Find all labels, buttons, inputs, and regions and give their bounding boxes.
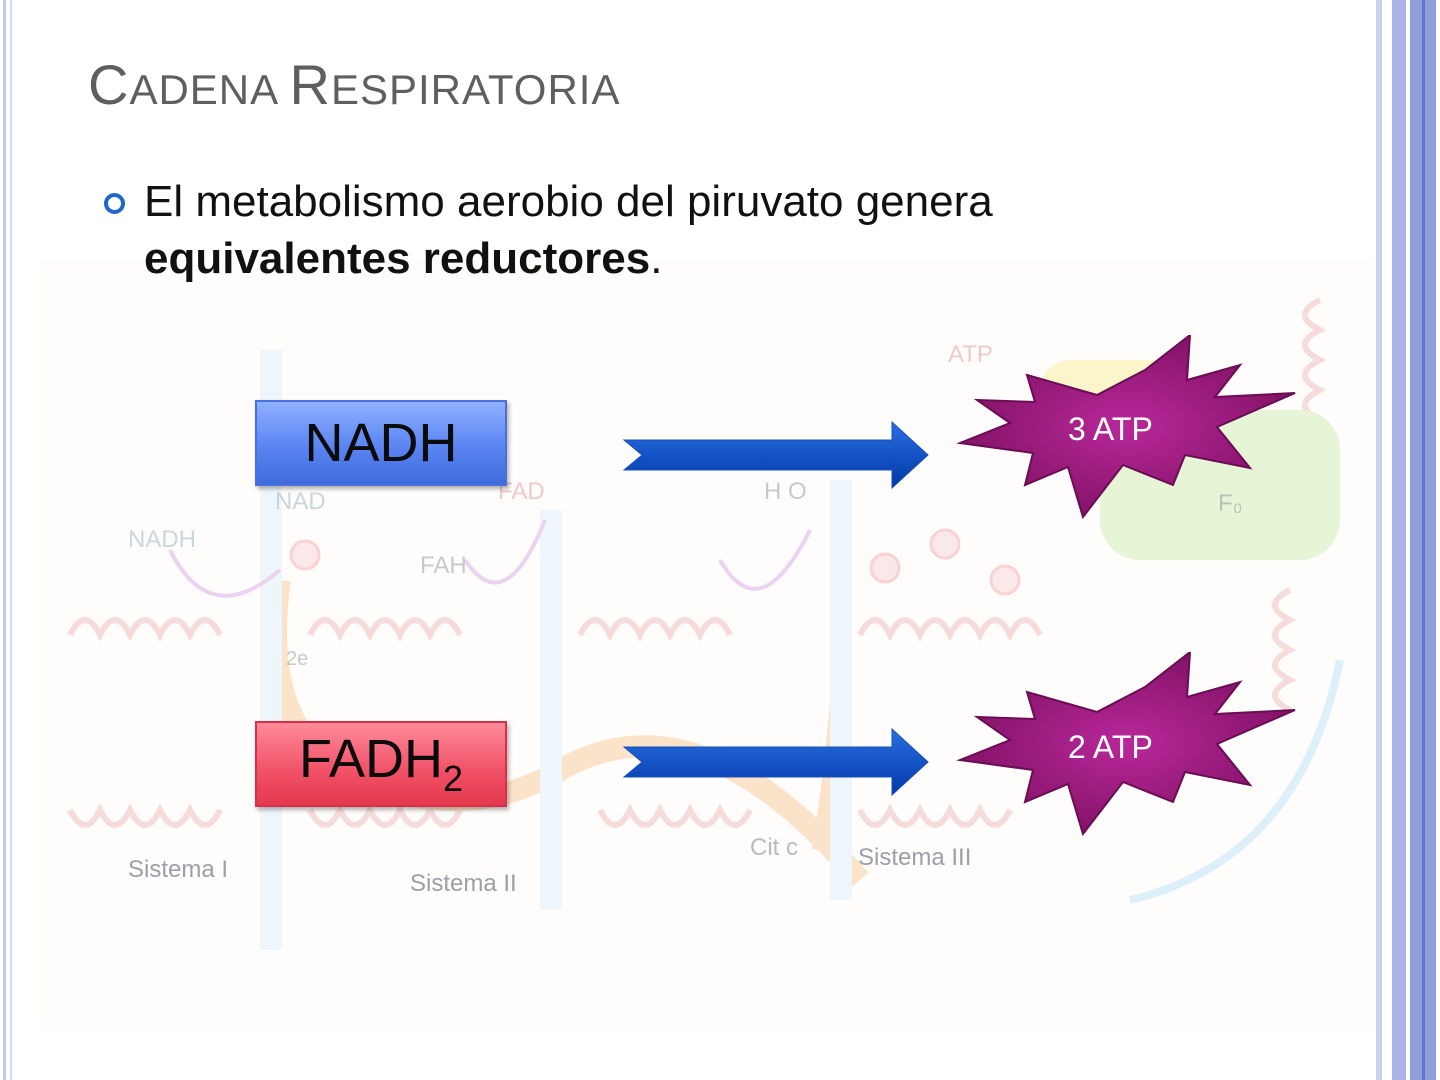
right-border-stripe — [1422, 0, 1425, 1080]
bullet-text-main: El metabolismo aerobio del piruvato gene… — [144, 177, 993, 226]
bullet-text-end: . — [650, 234, 663, 283]
nadh-label: NADH — [304, 413, 458, 473]
nadh-arrow-icon — [622, 420, 929, 490]
bg-cit-c-label: Cit c — [750, 834, 798, 861]
bullet-text: El metabolismo aerobio del piruvato gene… — [144, 173, 1144, 287]
fadh2-label: FADH2 — [299, 728, 463, 800]
title-initial: R — [289, 53, 331, 116]
title-initial: C — [88, 53, 130, 116]
bg-sistema-3-label: Sistema III — [858, 844, 972, 871]
bg-fah-label: FAH — [420, 552, 467, 579]
bg-sistema-1-label: Sistema I — [128, 856, 229, 883]
bg-atp-label: ATP — [948, 341, 993, 368]
atp-fadh2-label: 2 ATP — [1068, 729, 1153, 765]
bg-water-label: H O — [764, 478, 807, 505]
nadh-box: NADH — [255, 400, 507, 486]
slide-right-border — [1376, 0, 1440, 1080]
bg-f0-label: F₀ — [1218, 490, 1243, 517]
bullet-icon — [104, 193, 125, 214]
title-rest: ADENA — [129, 66, 290, 113]
bullet-text-bold: equivalentes reductores — [144, 234, 651, 283]
title-rest: ESPIRATORIA — [330, 66, 621, 113]
slide-title: CADENA RESPIRATORIA — [88, 52, 621, 117]
atp-burst-icon — [956, 335, 1296, 520]
fadh2-label-main: FADH — [298, 729, 443, 789]
left-border-line — [10, 0, 12, 1080]
bg-nadh-label: NADH — [128, 526, 197, 553]
left-border-line — [3, 0, 6, 1080]
slide-left-border — [0, 0, 16, 1080]
right-border-stripe — [1392, 0, 1406, 1080]
atp-burst-icon — [956, 652, 1296, 837]
fadh2-subscript: 2 — [443, 758, 464, 799]
right-border-stripe — [1376, 0, 1382, 1080]
fadh2-arrow-icon — [622, 727, 929, 797]
atp-nadh-label: 3 ATP — [1068, 411, 1153, 447]
bg-2e-label: 2e — [286, 648, 309, 670]
fadh2-box: FADH2 — [255, 721, 507, 807]
bg-nad-label: NAD — [275, 488, 326, 515]
bg-sistema-2-label: Sistema II — [410, 870, 517, 897]
